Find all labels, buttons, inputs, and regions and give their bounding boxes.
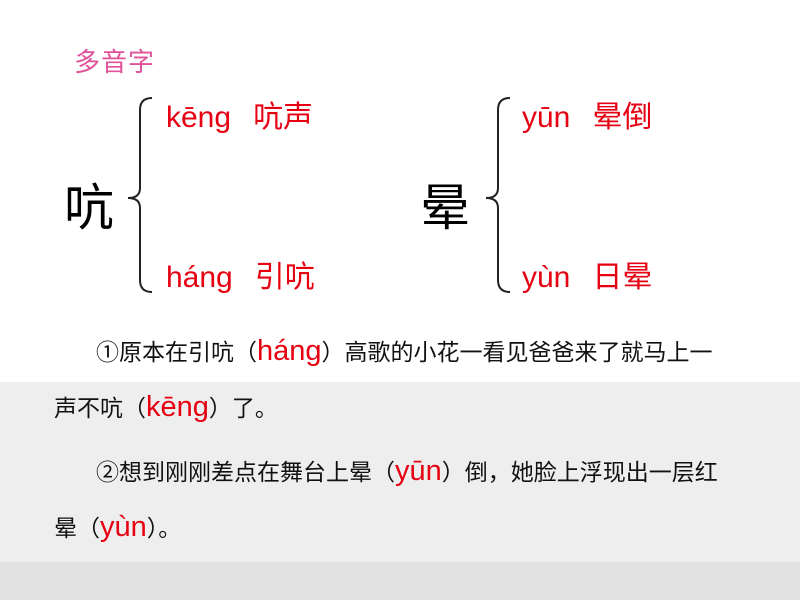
pinyin-label: yùn: [522, 261, 571, 294]
example-word: 日晕: [592, 260, 653, 295]
sentence-text: ）了。: [208, 396, 278, 422]
background-band-bottom: [0, 562, 800, 600]
answer-pinyin: yùn: [100, 511, 147, 543]
sentence-text: ②想到刚刚差点在舞台上晕（: [96, 460, 395, 486]
sentence-text: ）。: [146, 516, 182, 542]
pinyin-label: kēng: [166, 101, 232, 134]
sentence-2-line-2: 晕（yùn）。: [54, 496, 754, 560]
reading-yun-first-tone: yūn 晕倒: [522, 92, 652, 136]
answer-pinyin: háng: [257, 335, 322, 367]
sentence-2-line-1: ②想到刚刚差点在舞台上晕（yūn）倒，她脸上浮现出一层红: [96, 440, 796, 504]
sentence-1-line-2: 声不吭（kēng）了。: [54, 376, 754, 440]
example-word: 晕倒: [592, 100, 653, 135]
example-word: 引吭: [254, 260, 315, 295]
sentence-text: ）倒，她脸上浮现出一层红: [441, 460, 718, 486]
sentence-text: ）高歌的小花一看见爸爸来了就马上一: [321, 340, 713, 366]
reading-keng: kēng 吭声: [166, 92, 313, 136]
sentence-1-line-1: ①原本在引吭（háng）高歌的小花一看见爸爸来了就马上一: [96, 320, 796, 384]
character-keng: 吭: [64, 179, 114, 237]
answer-pinyin: yūn: [395, 455, 442, 487]
sentence-text: ①原本在引吭（: [96, 340, 257, 366]
pinyin-label: háng: [166, 261, 233, 294]
sentence-text: 声不吭（: [54, 396, 146, 422]
answer-pinyin: kēng: [146, 391, 209, 423]
sentence-text: 晕（: [54, 516, 100, 542]
reading-yun-fourth-tone: yùn 日晕: [522, 252, 652, 296]
reading-hang: háng 引吭: [166, 252, 315, 296]
page-title: 多音字: [74, 48, 156, 78]
example-word: 吭声: [253, 100, 314, 135]
pinyin-label: yūn: [522, 101, 571, 134]
character-yun: 晕: [420, 179, 470, 237]
